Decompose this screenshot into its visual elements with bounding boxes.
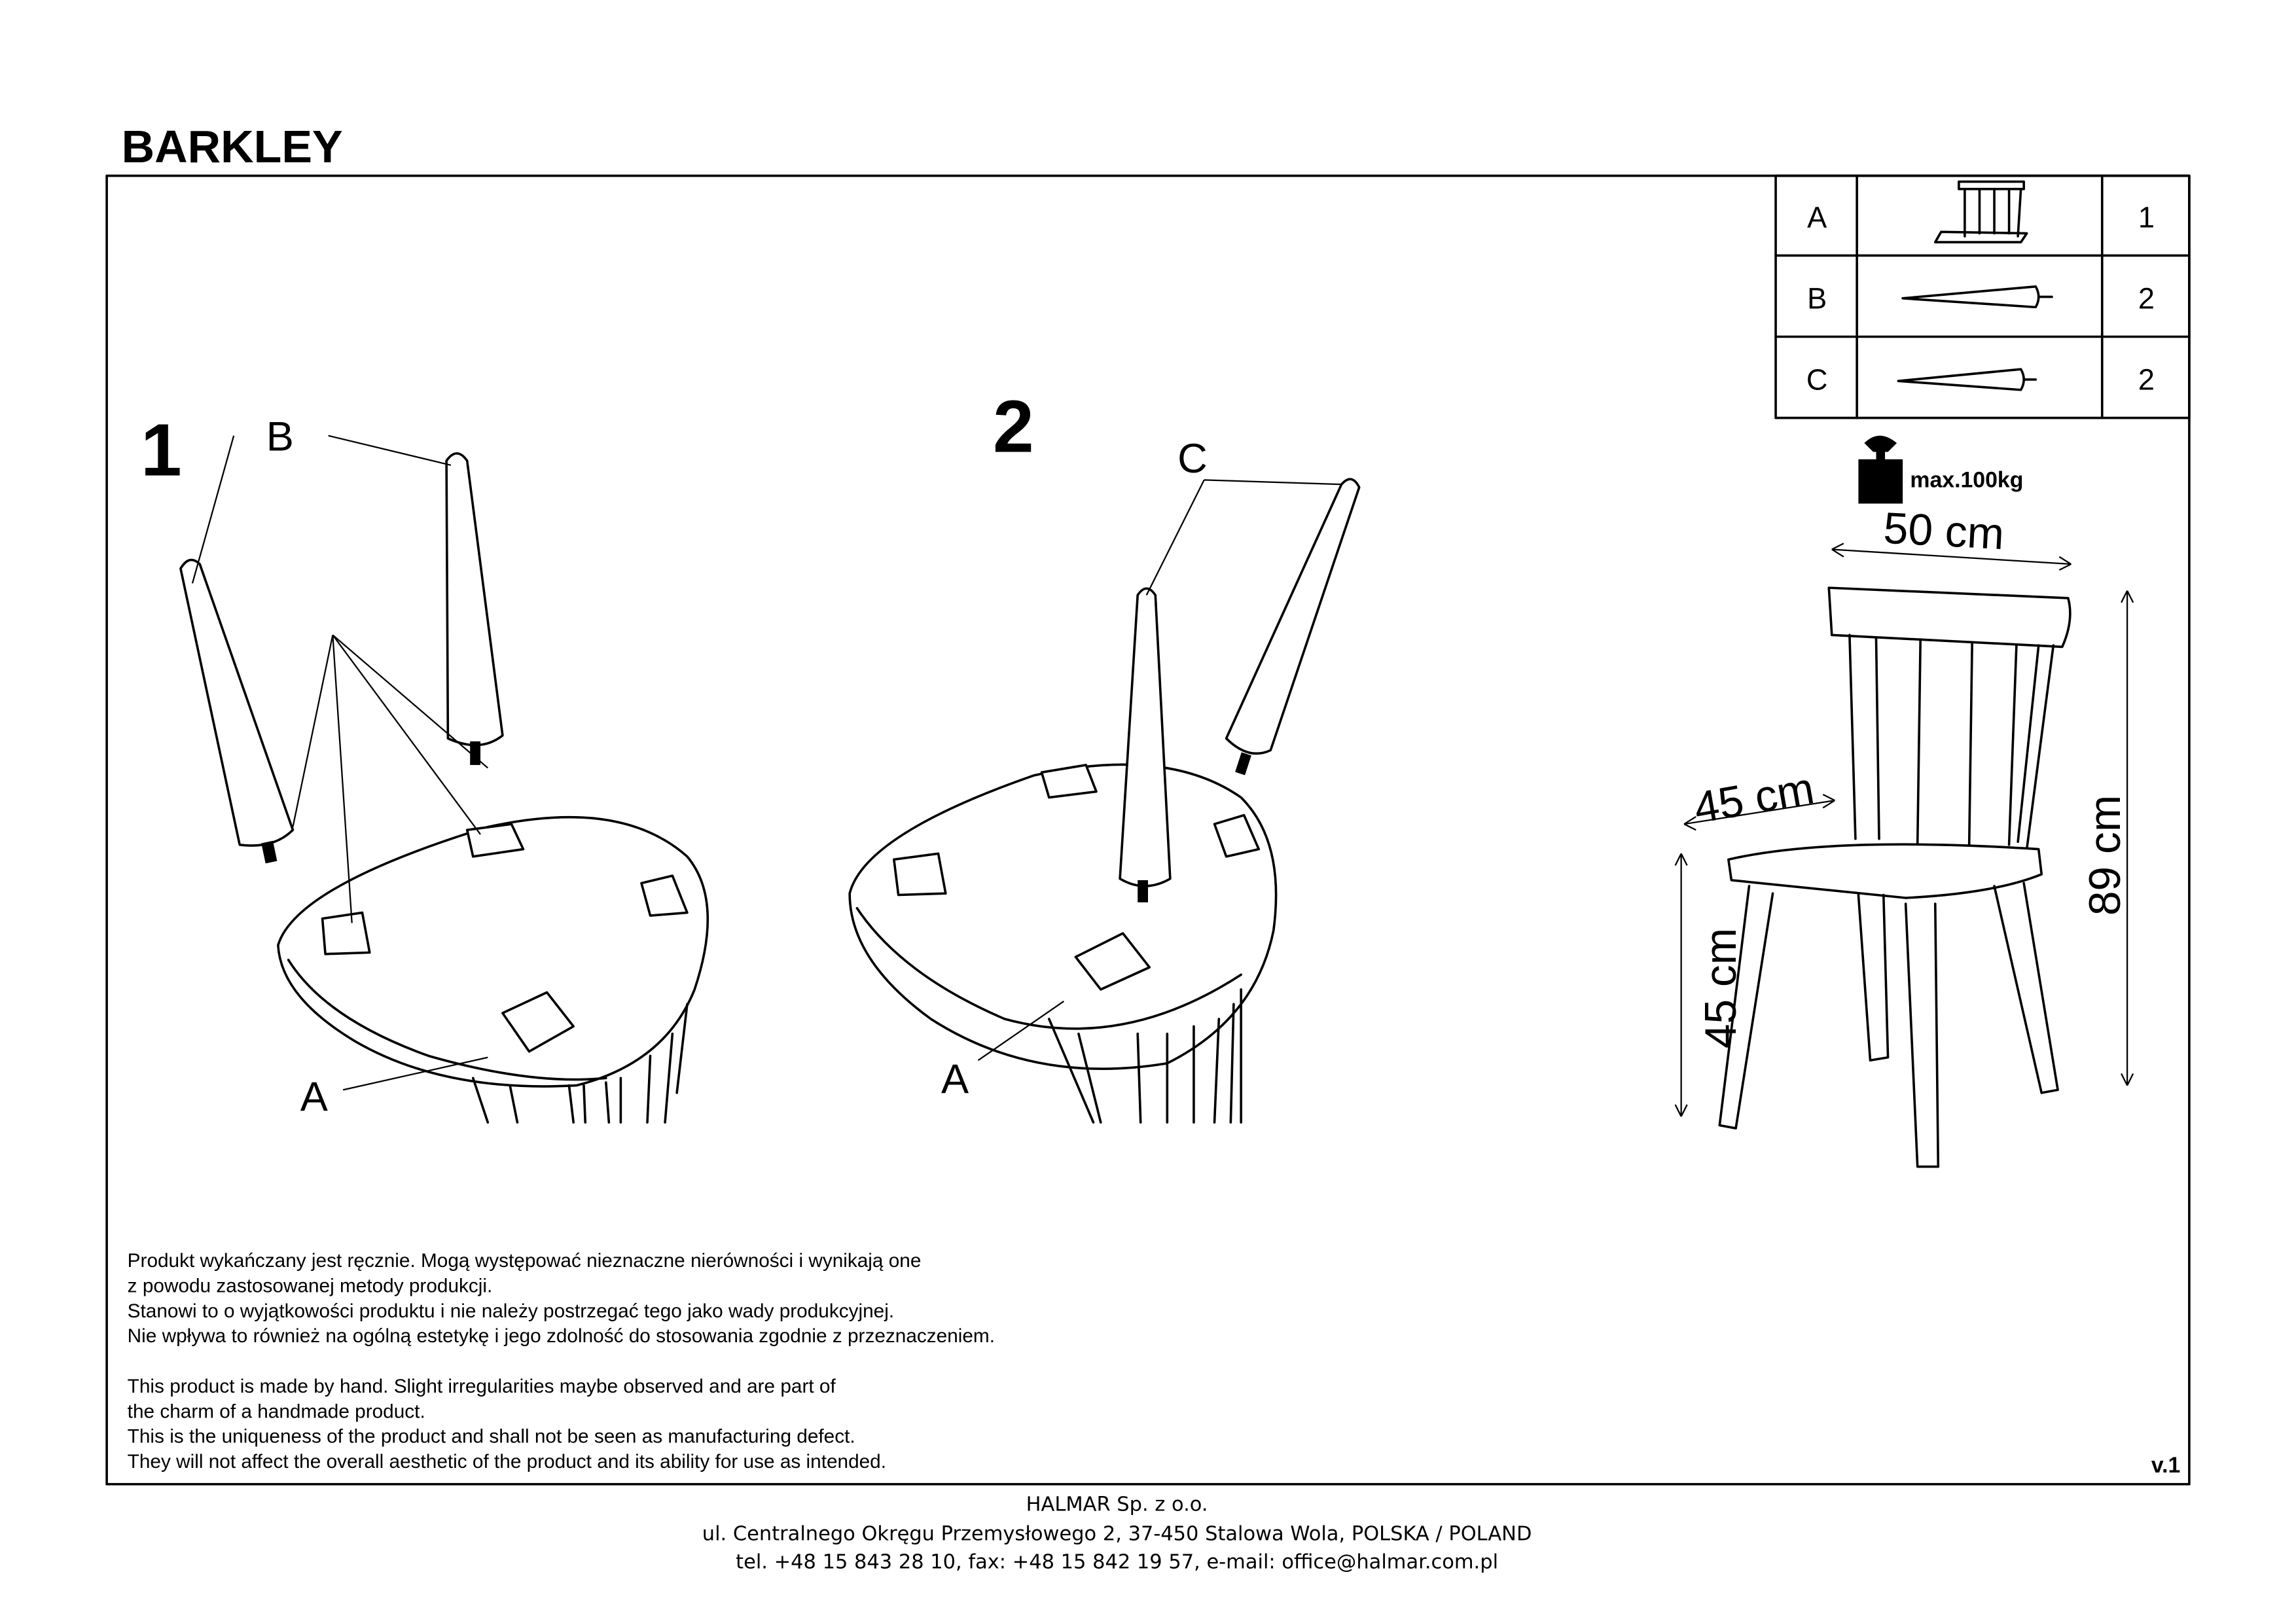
leg [179,558,295,847]
company-contact: tel. +48 15 843 28 10, fax: +48 15 842 1… [736,1551,1498,1574]
parts-table: A 1 B 2 C 2 [1774,174,2191,419]
leg [1225,478,1361,755]
depth-dimension: 45 cm [1691,764,1818,833]
seat [848,763,1278,1071]
notice-pl-line: Produkt wykańczany jest ręcznie. Mogą wy… [128,1250,922,1272]
step-1-diagram: 1 B A [141,409,709,1124]
notice-pl-line: Nie wpływa to również na ogólną estetykę… [128,1325,995,1347]
table-row: C 2 [1806,363,2155,397]
chair-seat-back-icon [1933,180,2028,243]
part-letter: C [1806,363,1828,397]
leg-icon [1897,368,2037,391]
part-qty: 1 [2138,201,2155,234]
leg-label: B [266,414,294,459]
seat-height-dimension: 45 cm [1696,928,1746,1048]
page-title: BARKLEY [122,121,343,172]
step-number: 1 [141,409,182,491]
notice-pl-line: Stanowi to o wyjątkowości produktu i nie… [128,1300,894,1322]
max-load: max.100kg [1910,468,2023,493]
leg [445,452,504,747]
notice-en-line: the charm of a handmade product. [128,1400,425,1422]
content-frame [105,174,2191,1486]
leg-icon [1901,285,2053,309]
step-number: 2 [993,385,1034,468]
notice-en-line: This product is made by hand. Slight irr… [128,1376,836,1397]
weight-icon [1858,435,1903,504]
company-footer: HALMAR Sp. z o.o. ul. Centralnego Okręgu… [702,1493,1532,1573]
chair-dimensions: max.100kg 50 cm 45 cm 45 cm 89 cm [1674,435,2134,1168]
total-height-dimension: 89 cm [2081,795,2130,916]
part-qty: 2 [2138,282,2155,315]
leg-label: C [1177,436,1208,482]
seat [277,815,709,1088]
leg [1119,587,1172,887]
handmade-notice: Produkt wykańczany jest ręcznie. Mogą wy… [128,1250,995,1472]
table-row: B 2 [1807,282,2155,315]
part-qty: 2 [2138,363,2155,397]
notice-en-line: This is the uniqueness of the product an… [128,1426,855,1448]
company-address: ul. Centralnego Okręgu Przemysłowego 2, … [702,1523,1532,1546]
step-2-diagram: 2 C A [848,385,1361,1124]
seat-label: A [300,1074,329,1120]
company-name: HALMAR Sp. z o.o. [1026,1493,1208,1516]
table-row: A 1 [1807,180,2155,243]
part-letter: A [1807,201,1827,234]
notice-pl-line: z powodu zastosowanej metody produkcji. [128,1275,493,1297]
version-label: v.1 [2151,1453,2181,1478]
part-letter: B [1807,282,1827,315]
width-dimension: 50 cm [1882,504,2005,560]
seat-label: A [941,1056,969,1102]
notice-en-line: They will not affect the overall aesthet… [128,1451,886,1472]
